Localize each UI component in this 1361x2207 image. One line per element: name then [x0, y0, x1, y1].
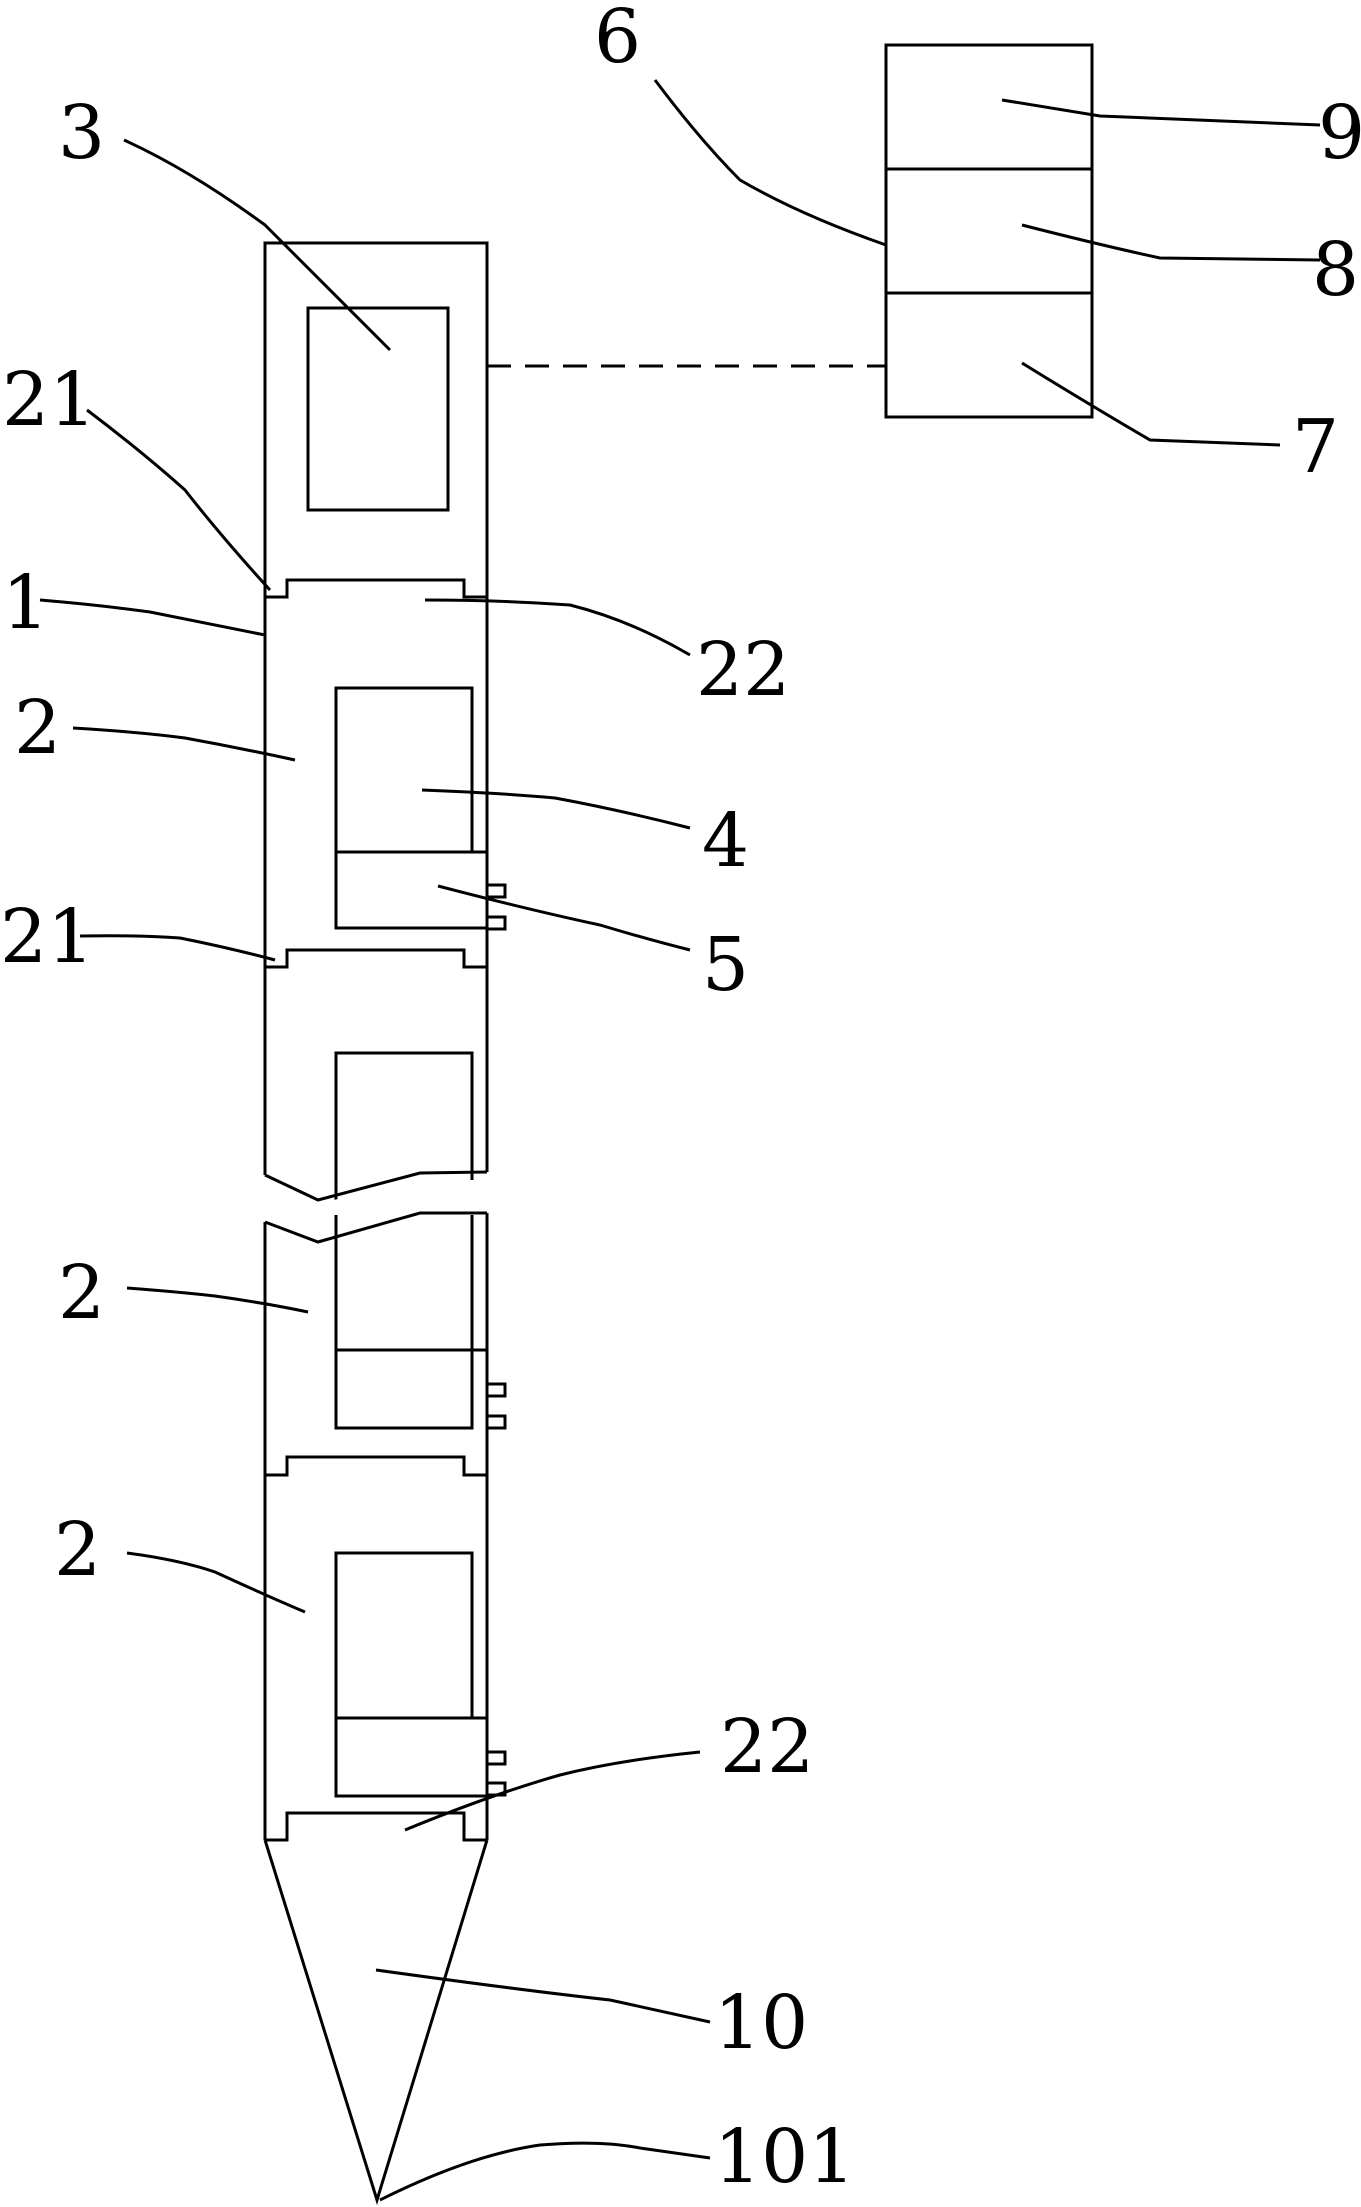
segment-1: [263, 597, 507, 1175]
break-line-upper: [264, 1170, 488, 1202]
connector-tab-2b: [485, 1414, 507, 1430]
cone-tip: [263, 1839, 489, 2206]
leader-5: [437, 884, 691, 952]
remote-unit-outline: [884, 43, 1094, 419]
label-8: 8: [1312, 227, 1359, 313]
remote-unit: [884, 43, 1094, 419]
module-lower-1-box: [334, 1215, 474, 1430]
leader-6: [653, 79, 887, 247]
connector-tab-3a: [485, 1750, 507, 1766]
top-section: [263, 241, 489, 630]
label-22-bottom: 22: [720, 1704, 814, 1790]
label-9: 9: [1318, 90, 1361, 176]
label-6: 6: [594, 0, 641, 80]
joint-top: [265, 578, 487, 599]
label-2-b: 2: [58, 1250, 105, 1336]
module-3-box: [306, 306, 450, 512]
segment-2-lower-outline: [263, 1213, 489, 1840]
leader-10: [375, 1968, 711, 2024]
label-4: 4: [702, 798, 749, 884]
leader-2-b: [126, 1286, 309, 1314]
module-4-box: [334, 686, 474, 854]
label-22-top: 22: [696, 627, 790, 713]
leader-4: [421, 788, 691, 830]
label-101: 101: [714, 2114, 855, 2200]
label-2-c: 2: [54, 1507, 101, 1593]
break-gap-mask: [255, 1180, 500, 1235]
label-21-top: 21: [2, 357, 96, 443]
leader-7: [1021, 361, 1281, 447]
label-3: 3: [58, 90, 105, 176]
leader-101: [379, 2141, 711, 2202]
module-lower-2-bottom-box: [334, 1716, 489, 1798]
connector-tab-1b: [485, 915, 507, 931]
leader-2-c: [126, 1551, 306, 1614]
label-2-a: 2: [14, 685, 61, 771]
joint-bottom: [265, 1811, 487, 1842]
joint-middle: [265, 948, 487, 969]
joint-lower: [265, 1455, 487, 1477]
leader-1: [39, 598, 266, 637]
top-section-outline: [263, 241, 489, 630]
segment-2-lower: [263, 1211, 507, 1840]
leader-22-bottom: [404, 1750, 701, 1832]
leader-8: [1021, 223, 1321, 262]
segment-3: [334, 1551, 507, 1798]
leader-lines: [39, 79, 1321, 2202]
label-1: 1: [2, 560, 49, 646]
leader-9: [1001, 98, 1321, 127]
leader-21-top: [86, 408, 272, 592]
leader-21-mid: [79, 934, 276, 962]
module-5-box: [334, 850, 489, 930]
leader-3: [123, 138, 392, 352]
label-21-mid: 21: [0, 894, 94, 980]
leader-22-top: [424, 598, 691, 657]
label-5: 5: [702, 922, 749, 1008]
break-line-lower: [264, 1211, 487, 1244]
module-lower-2-top-box: [334, 1551, 474, 1720]
label-10: 10: [714, 1980, 808, 2066]
segment-1-outline: [263, 597, 489, 1175]
label-7: 7: [1292, 404, 1339, 490]
leader-2-a: [72, 726, 296, 762]
connector-tab-2a: [485, 1382, 507, 1398]
connector-tab-1a: [485, 883, 507, 899]
